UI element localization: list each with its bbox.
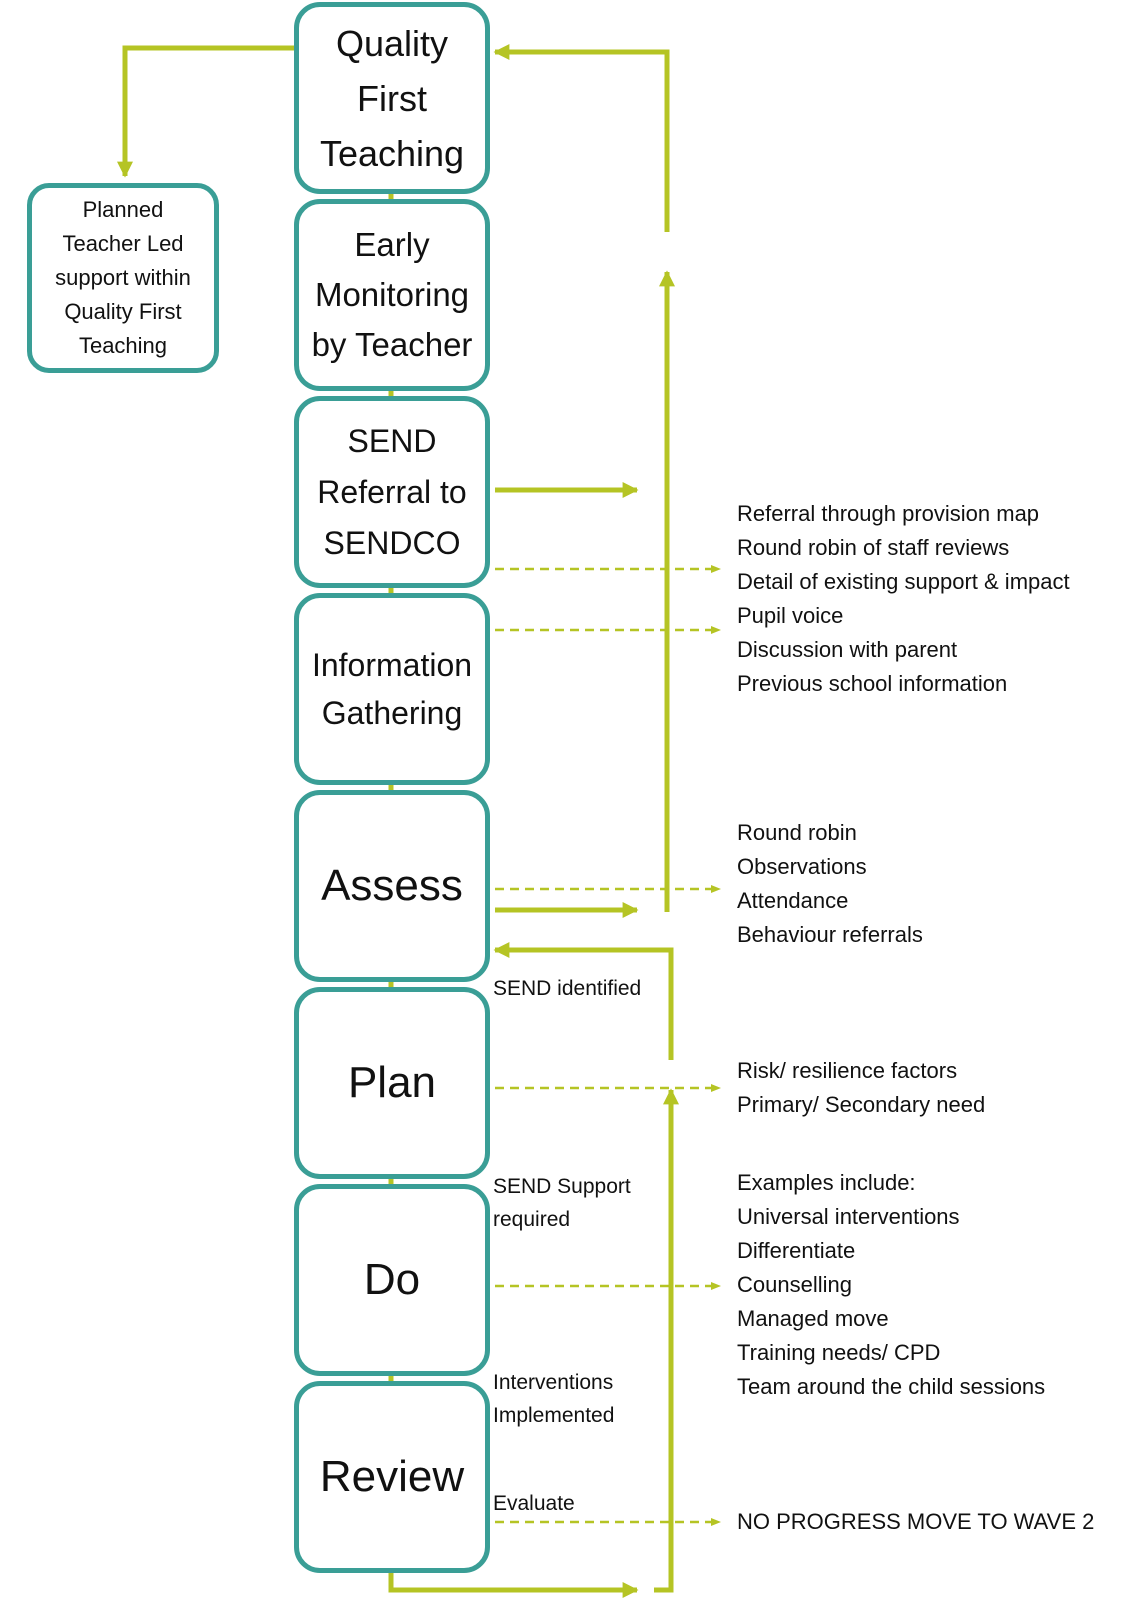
list-item: Attendance [737, 888, 849, 913]
step-label: Early Monitoring by Teacher [311, 226, 473, 363]
step-label: Quality First Teaching [319, 22, 465, 174]
step-label: Plan [347, 1058, 437, 1108]
step-quality-first-teaching: Quality First Teaching [294, 2, 490, 194]
list-item: Round robin [737, 820, 857, 845]
list-item: Behaviour referrals [737, 922, 923, 947]
side-box-planned-support: Planned Teacher Led support within Quali… [27, 183, 219, 373]
list-item: Examples include: [737, 1170, 916, 1195]
list-item: Risk/ resilience factors [737, 1058, 958, 1083]
arrow-qft-to-side-box [116, 45, 295, 178]
list-item: Team around the child sessions [737, 1374, 1046, 1399]
step-send-referral: SEND Referral to SENDCO [294, 396, 490, 588]
list-assess: Round robin Observations Attendance Beha… [737, 816, 923, 952]
label-send-identified: SEND identified [493, 977, 642, 1000]
step-label: Information Gathering [311, 647, 473, 731]
list-do: Examples include: Universal intervention… [737, 1166, 1045, 1404]
step-label: Assess [321, 861, 463, 911]
step-information-gathering: Information Gathering [294, 593, 490, 785]
list-item: Counselling [737, 1272, 852, 1297]
list-plan: Risk/ resilience factors Primary/ Second… [737, 1054, 985, 1122]
list-item: NO PROGRESS MOVE TO WAVE 2 [737, 1509, 1095, 1534]
step-label: SEND Referral to SENDCO [317, 422, 467, 561]
step-plan: Plan [294, 987, 490, 1179]
list-item: Observations [737, 854, 867, 879]
list-item: Round robin of staff reviews [737, 535, 1010, 560]
list-item: Detail of existing support & impact [737, 569, 1070, 594]
step-label: Do [363, 1255, 421, 1305]
step-assess: Assess [294, 790, 490, 982]
list-review: NO PROGRESS MOVE TO WAVE 2 [737, 1505, 1094, 1539]
label-interventions-implemented: Interventions Implemented [493, 1371, 615, 1427]
arrow-review-loop-up [654, 1088, 680, 1593]
label-send-support-required: SEND Support required [493, 1175, 631, 1231]
list-item: Universal interventions [737, 1204, 960, 1229]
list-item: Training needs/ CPD [737, 1340, 941, 1365]
list-item: Managed move [737, 1306, 889, 1331]
step-label: Review [319, 1452, 465, 1502]
side-box-label: Planned Teacher Led support within Quali… [55, 197, 191, 358]
list-item: Previous school information [737, 671, 1008, 696]
list-item: Referral through provision map [737, 501, 1040, 526]
list-referral-info: Referral through provision map Round rob… [737, 497, 1070, 701]
step-review: Review [294, 1381, 490, 1573]
step-do: Do [294, 1184, 490, 1376]
label-evaluate: Evaluate [493, 1492, 575, 1515]
arrow-send-identified-return [493, 941, 674, 1060]
arrow-loop-to-qft [493, 43, 670, 232]
list-item: Primary/ Secondary need [737, 1092, 986, 1117]
list-item: Pupil voice [737, 603, 844, 628]
list-item: Discussion with parent [737, 637, 958, 662]
list-item: Differentiate [737, 1238, 856, 1263]
step-early-monitoring: Early Monitoring by Teacher [294, 199, 490, 391]
